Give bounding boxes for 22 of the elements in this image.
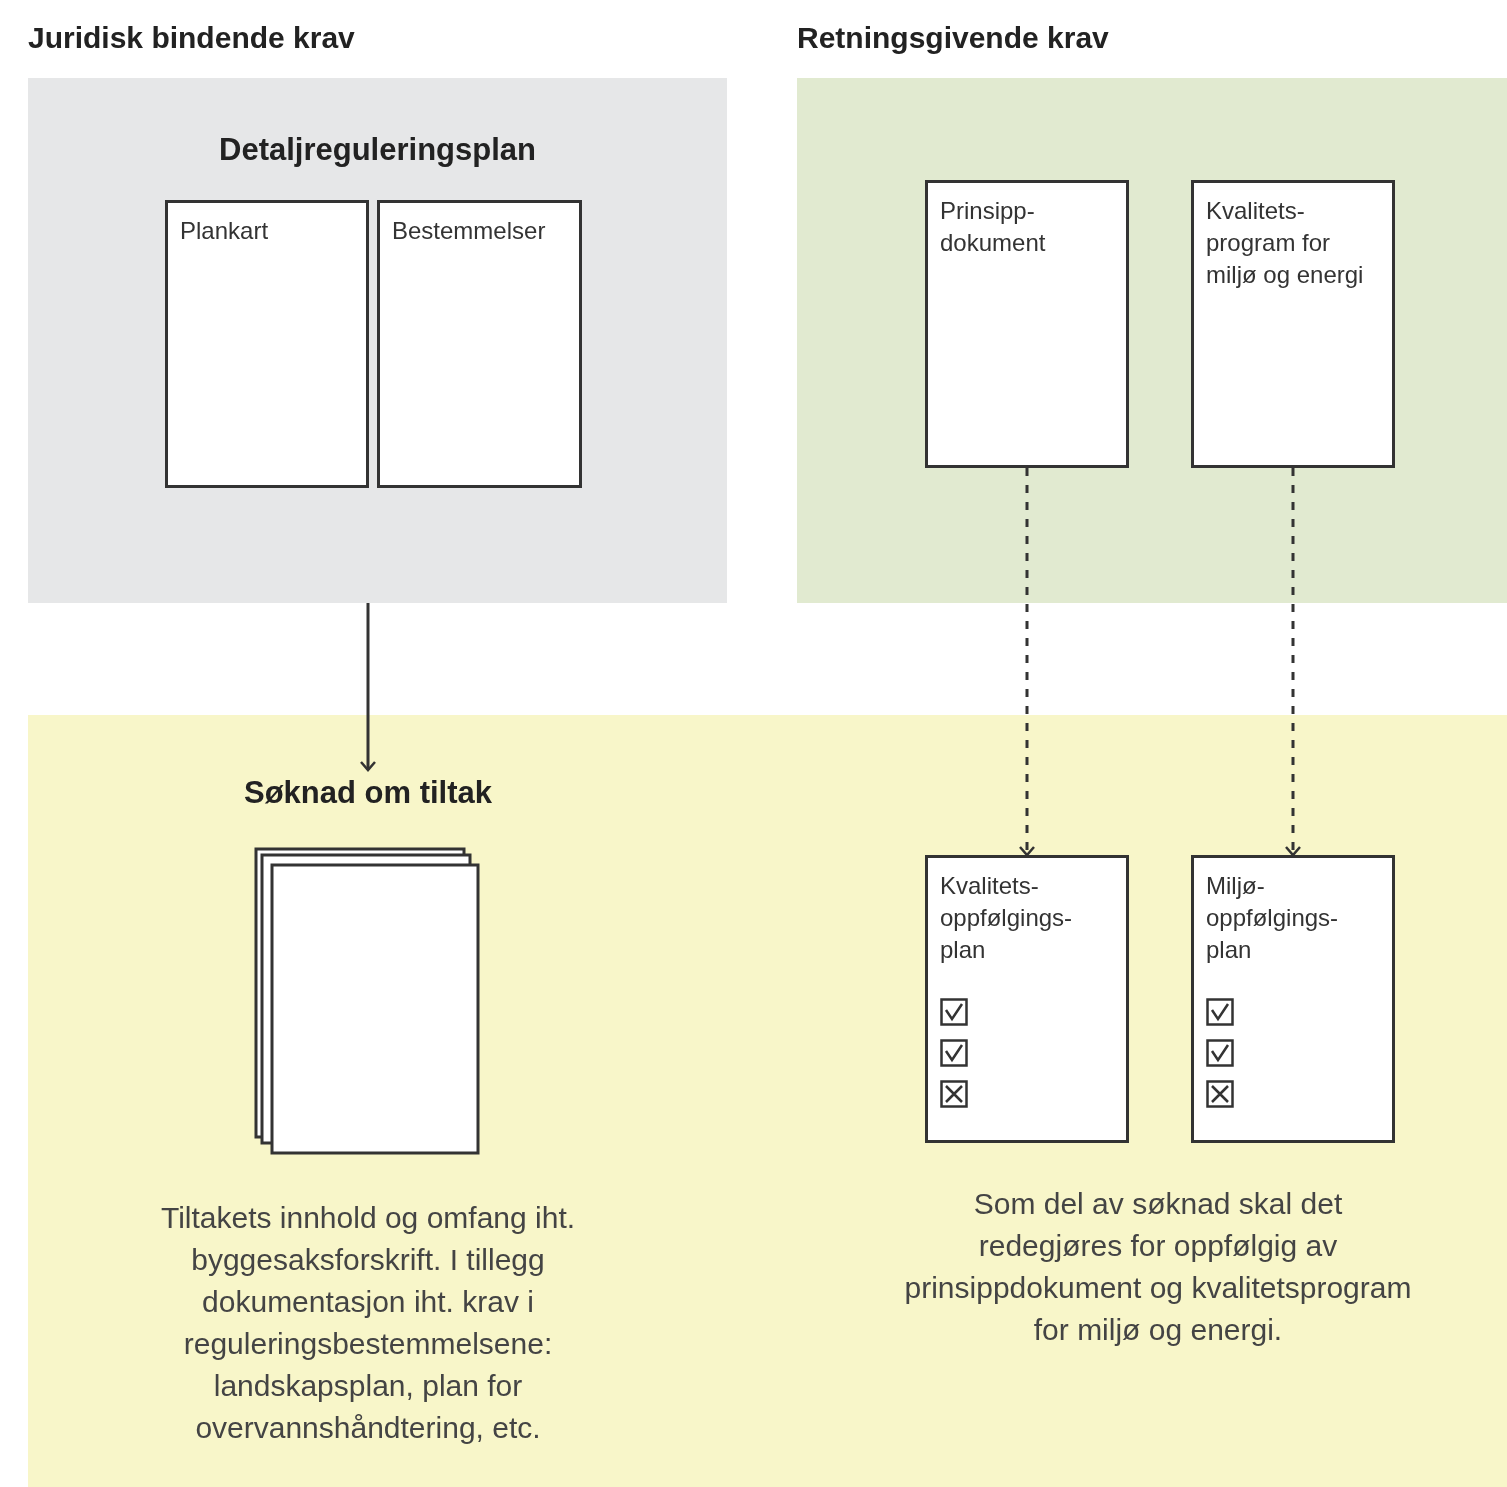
document-box bbox=[377, 200, 582, 488]
document-title: Plankart bbox=[180, 216, 270, 246]
document-title: Bestemmelser bbox=[392, 216, 547, 246]
document-title: Kvalitets- program for miljø og energi bbox=[1206, 196, 1365, 290]
panel-title: Detaljreguleringsplan bbox=[218, 131, 537, 169]
document-box bbox=[925, 180, 1129, 468]
document-box bbox=[925, 855, 1129, 1143]
document-title: Miljø- oppfølgings- plan bbox=[1206, 871, 1340, 965]
document-box bbox=[1191, 855, 1395, 1143]
description-text: Tiltakets innhold og omfang iht. byggesaksforskrift. I tillegg dokumentasjon iht. krav i reguleringsbestemmelsene: landskapsplan, plan for overvannshåndtering, etc. bbox=[159, 1199, 577, 1446]
document-box bbox=[165, 200, 369, 488]
arrow bbox=[1018, 468, 1036, 857]
panel-background bbox=[28, 715, 1507, 1487]
document-box bbox=[1191, 180, 1395, 468]
section-heading: Retningsgivende krav bbox=[797, 20, 1109, 56]
stack-heading: Søknad om tiltak bbox=[243, 774, 492, 812]
document-title: Kvalitets- oppfølgings- plan bbox=[940, 871, 1074, 965]
section-heading: Juridisk bindende krav bbox=[28, 20, 355, 56]
arrow bbox=[359, 603, 377, 772]
description-text: Som del av søknad skal det redegjøres for oppfølgig av prinsippdokument og kvalitetsprogram for miljø og energi. bbox=[903, 1186, 1413, 1348]
arrow bbox=[1284, 468, 1302, 857]
document-title: Prinsipp- dokument bbox=[940, 196, 1047, 258]
